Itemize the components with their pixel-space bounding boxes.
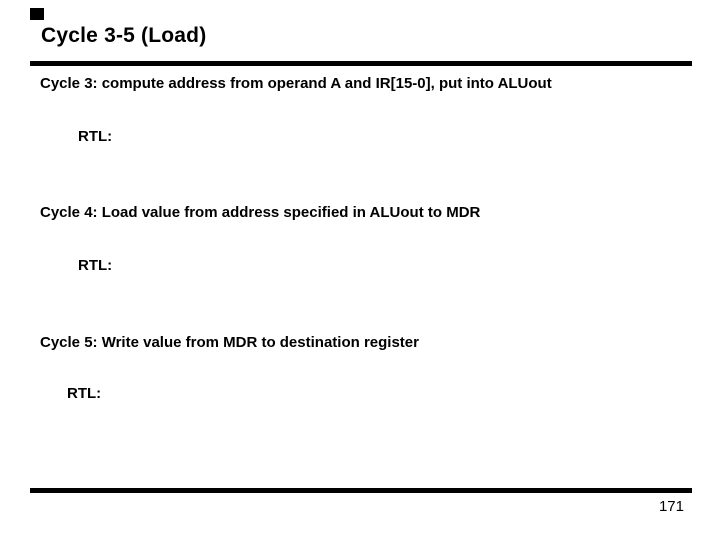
corner-marker	[30, 8, 44, 20]
rtl-label-3: RTL:	[67, 385, 102, 402]
section-heading-cycle-5: Cycle 5: Write value from MDR to destina…	[40, 334, 419, 351]
footer-rule	[30, 488, 692, 493]
title-rule	[30, 61, 692, 66]
rtl-label-1: RTL:	[78, 128, 113, 145]
page-number: 171	[658, 498, 684, 515]
slide-title: Cycle 3-5 (Load)	[41, 24, 207, 47]
section-heading-cycle-3: Cycle 3: compute address from operand A …	[40, 75, 552, 92]
rtl-label-2: RTL:	[78, 257, 113, 274]
section-heading-cycle-4: Cycle 4: Load value from address specifi…	[40, 204, 481, 221]
